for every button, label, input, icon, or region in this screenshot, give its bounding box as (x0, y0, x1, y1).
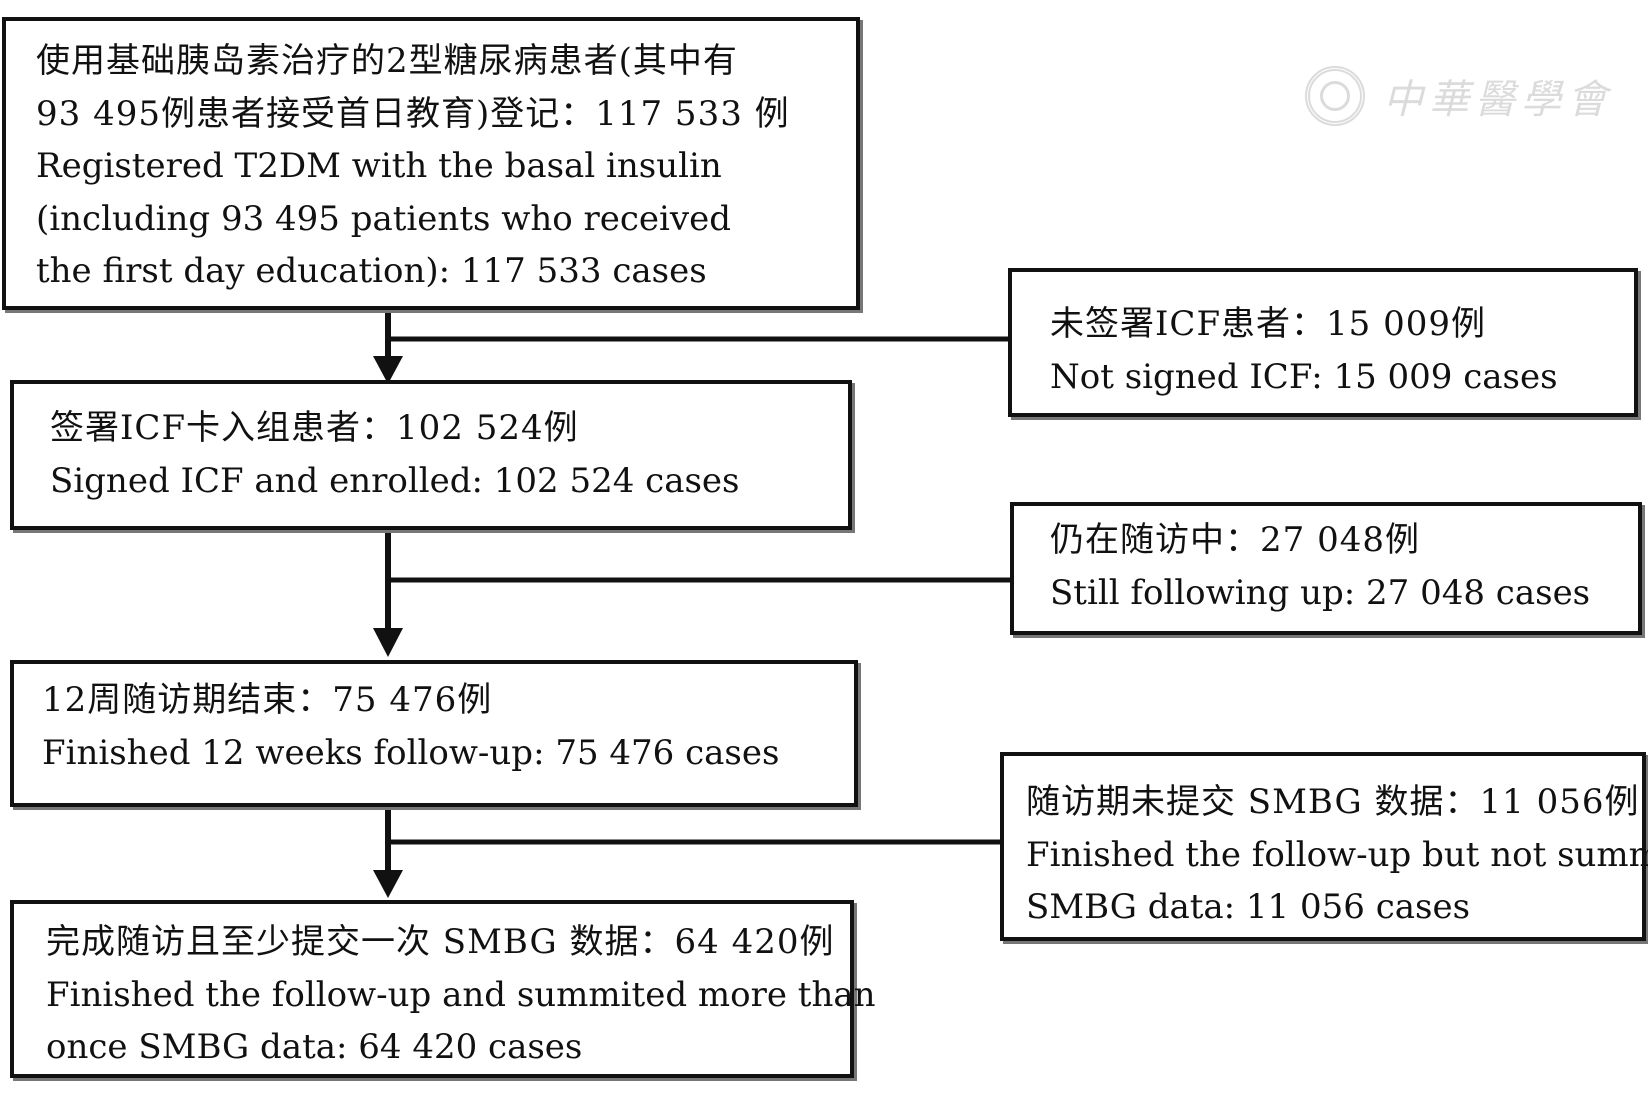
no-smbg-en-line-2: SMBG data: 11 056 cases (1026, 887, 1471, 927)
completed-zh: 完成随访且至少提交一次 SMBG 数据：64 420例 (46, 922, 835, 962)
not-signed-zh: 未签署ICF患者：15 009例 (1050, 304, 1487, 344)
registered-zh-line-1: 使用基础胰岛素治疗的2型糖尿病患者(其中有 (36, 41, 738, 81)
box-finished-12-weeks: 12周随访期结束：75 476例 Finished 12 weeks follo… (10, 660, 858, 807)
registered-zh-line-2: 93 495例患者接受首日教育)登记：117 533 例 (36, 93, 790, 134)
box-not-signed: 未签署ICF患者：15 009例 Not signed ICF: 15 009 … (1008, 268, 1638, 417)
box-registered: 使用基础胰岛素治疗的2型糖尿病患者(其中有 93 495例患者接受首日教育)登记… (2, 17, 860, 310)
arrowhead-enrolled (373, 356, 403, 384)
watermark-logo: 中華醫學會 (1305, 66, 1613, 126)
still-following-en: Still following up: 27 048 cases (1050, 572, 1591, 613)
registered-en-line-2: (including 93 495 patients who received (36, 198, 732, 239)
completed-en-line-1: Finished the follow-up and summited more… (46, 974, 876, 1015)
registered-en-line-3: the first day education): 117 533 cases (36, 251, 707, 291)
box-still-following: 仍在随访中：27 048例 Still following up: 27 048… (1010, 502, 1642, 635)
completed-en-line-2: once SMBG data: 64 420 cases (46, 1027, 583, 1067)
box-enrolled: 签署ICF卡入组患者：102 524例 Signed ICF and enrol… (10, 380, 852, 530)
arrowhead-finished (373, 628, 403, 657)
enrolled-zh: 签署ICF卡入组患者：102 524例 (50, 408, 579, 448)
not-signed-en: Not signed ICF: 15 009 cases (1050, 356, 1558, 397)
no-smbg-zh: 随访期未提交 SMBG 数据：11 056例 (1026, 782, 1640, 822)
enrolled-en: Signed ICF and enrolled: 102 524 cases (50, 460, 740, 501)
registered-en-line-1: Registered T2DM with the basal insulin (36, 146, 722, 186)
watermark-text: 中華醫學會 (1383, 77, 1613, 123)
seal-icon (1305, 66, 1365, 126)
still-following-zh: 仍在随访中：27 048例 (1050, 520, 1420, 560)
finished-12w-en: Finished 12 weeks follow-up: 75 476 case… (42, 732, 780, 773)
box-completed: 完成随访且至少提交一次 SMBG 数据：64 420例 Finished the… (10, 900, 876, 1078)
no-smbg-en-line-1: Finished the follow-up but not summited (1026, 834, 1648, 875)
box-no-smbg: 随访期未提交 SMBG 数据：11 056例 Finished the foll… (1000, 752, 1648, 941)
arrowhead-completed (373, 870, 403, 898)
finished-12w-zh: 12周随访期结束：75 476例 (42, 680, 493, 720)
